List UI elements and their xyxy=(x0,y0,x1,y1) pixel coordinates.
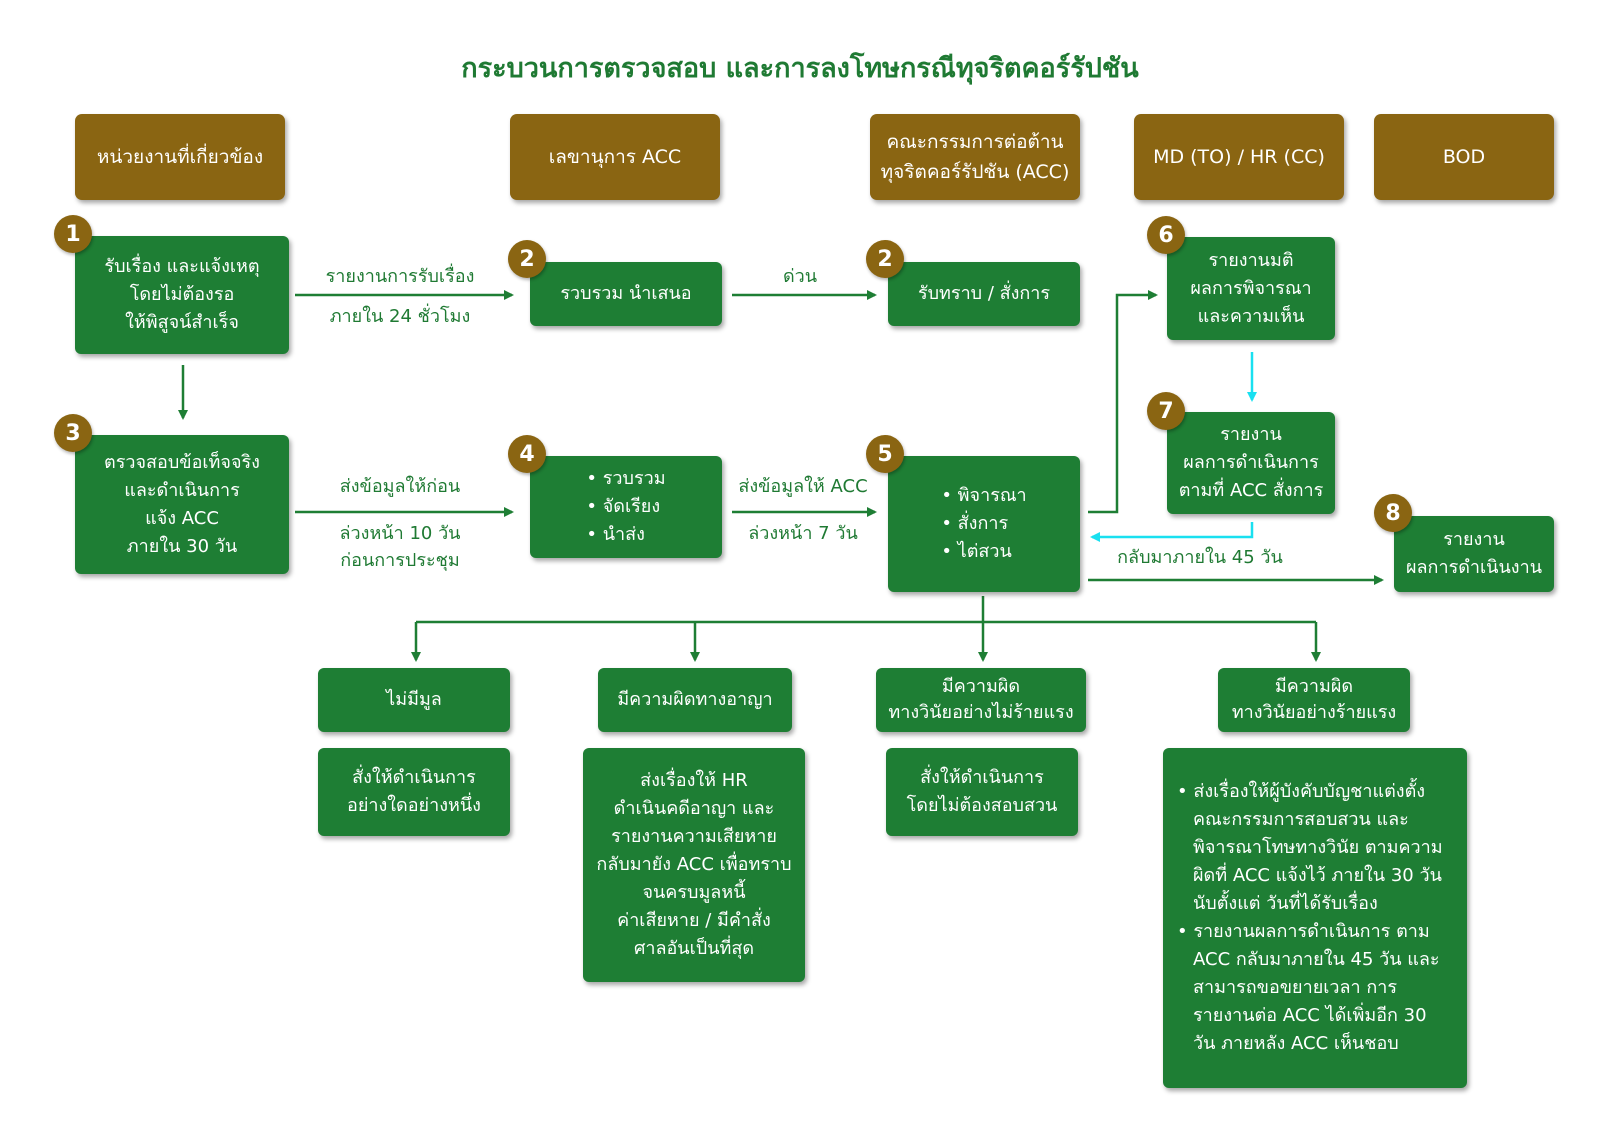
step-7-line-1: รายงาน xyxy=(1220,424,1282,445)
step-4-item: รวบรวม xyxy=(586,465,666,493)
step-1-badge: 1 xyxy=(54,215,92,253)
label-10-days-line-2: ก่อนการประชุม xyxy=(340,550,460,571)
outcome-minor-title-line-1: มีความผิด xyxy=(941,676,1021,697)
header-committee-line-2: ทุจริตคอร์รัปชัน (ACC) xyxy=(880,161,1070,183)
step-4-item: จัดเรียง xyxy=(586,493,665,521)
step-3-badge: 3 xyxy=(54,414,92,452)
outcome-criminal-line-7: ศาลอันเป็นที่สุด xyxy=(633,938,755,959)
label-7-days: ล่วงหน้า 7 วัน xyxy=(748,523,858,544)
label-send-acc: ส่งข้อมูลให้ ACC xyxy=(738,476,868,497)
step-7-line-2: ผลการดำเนินการ xyxy=(1183,452,1319,473)
step-4-badge: 4 xyxy=(508,435,546,473)
header-md-hr: MD (TO) / HR (CC) xyxy=(1134,114,1344,200)
step-4-item: นำส่ง xyxy=(586,521,665,549)
step-6-box: รายงานมติ ผลการพิจารณา และความเห็น xyxy=(1167,237,1335,340)
outcome-no-merit-line-1: สั่งให้ดำเนินการ xyxy=(352,767,476,788)
step-1-line-3: ให้พิสูจน์สำเร็จ xyxy=(125,312,239,333)
outcome-minor-line-1: สั่งให้ดำเนินการ xyxy=(920,767,1044,788)
step-8-box: รายงาน ผลการดำเนินงาน xyxy=(1394,516,1554,592)
step-6-badge: 6 xyxy=(1147,216,1185,254)
step-5-box: พิจารณา สั่งการ ไต่สวน xyxy=(888,456,1080,592)
header-dept: หน่วยงานที่เกี่ยวข้อง xyxy=(75,114,285,200)
outcome-minor-discipline-detail: สั่งให้ดำเนินการ โดยไม่ต้องสอบสวน xyxy=(886,748,1078,836)
step-1-line-2: โดยไม่ต้องรอ xyxy=(129,284,235,305)
outcome-serious-discipline-title: มีความผิด ทางวินัยอย่างร้ายแรง xyxy=(1218,668,1410,732)
header-bod: BOD xyxy=(1374,114,1554,200)
step-5-badge: 5 xyxy=(866,435,904,473)
label-10-days: ล่วงหน้า 10 วัน ก่อนการประชุม xyxy=(300,520,500,574)
label-urgent: ด่วน xyxy=(782,266,818,287)
step-5-item: สั่งการ xyxy=(941,510,1026,538)
step-6-line-1: รายงานมติ xyxy=(1208,249,1294,271)
step-2-secretary-box: รวบรวม นำเสนอ xyxy=(530,262,722,326)
outcome-criminal-line-2: ดำเนินคดีอาญา และ xyxy=(613,798,775,819)
step-3-line-4: ภายใน 30 วัน xyxy=(126,535,238,557)
header-committee: คณะกรรมการต่อต้าน ทุจริตคอร์รัปชัน (ACC) xyxy=(870,114,1080,200)
step-2-secretary-badge: 2 xyxy=(508,240,546,278)
outcome-criminal-detail: ส่งเรื่องให้ HR ดำเนินคดีอาญา และ รายงาน… xyxy=(583,748,805,982)
step-6-line-2: ผลการพิจารณา xyxy=(1190,277,1312,299)
outcome-serious-discipline-detail: ส่งเรื่องให้ผู้บังคับบัญชาแต่งตั้ง คณะกร… xyxy=(1163,748,1467,1088)
header-committee-line-1: คณะกรรมการต่อต้าน xyxy=(886,131,1064,153)
step-7-badge: 7 xyxy=(1147,392,1185,430)
step-3-line-1: ตรวจสอบข้อเท็จจริง xyxy=(104,451,260,473)
step-1-box: รับเรื่อง และแจ้งเหตุ โดยไม่ต้องรอ ให้พิ… xyxy=(75,236,289,354)
label-return-45: กลับมาภายใน 45 วัน xyxy=(1117,547,1283,568)
step-3-line-3: แจ้ง ACC xyxy=(145,507,219,529)
step-2-committee-badge: 2 xyxy=(866,240,904,278)
outcome-criminal-line-1: ส่งเรื่องให้ HR xyxy=(640,770,748,791)
step-5-item: ไต่สวน xyxy=(941,538,1026,566)
outcome-criminal-title: มีความผิดทางอาญา xyxy=(598,668,792,732)
outcome-criminal-line-6: ค่าเสียหาย / มีคำสั่ง xyxy=(617,910,771,931)
label-10-days-line-1: ล่วงหน้า 10 วัน xyxy=(339,523,461,544)
outcome-criminal-line-4: กลับมายัง ACC เพื่อทราบ xyxy=(596,854,792,875)
header-secretary: เลขานุการ ACC xyxy=(510,114,720,200)
step-7-box: รายงาน ผลการดำเนินการ ตามที่ ACC สั่งการ xyxy=(1167,412,1335,514)
label-within-24h: ภายใน 24 ชั่วโมง xyxy=(329,306,471,327)
label-report-receipt: รายงานการรับเรื่อง xyxy=(325,266,475,287)
outcome-minor-discipline-title: มีความผิด ทางวินัยอย่างไม่ร้ายแรง xyxy=(876,668,1086,732)
step-4-box: รวบรวม จัดเรียง นำส่ง xyxy=(530,456,722,558)
step-8-line-1: รายงาน xyxy=(1443,529,1505,550)
outcome-no-merit-line-2: อย่างใดอย่างหนึ่ง xyxy=(347,795,481,816)
arrow-7-to-5 xyxy=(1090,522,1254,542)
step-5-item: พิจารณา xyxy=(941,482,1027,510)
outcome-serious-item: รายงานผลการดำเนินการ ตาม ACC กลับมาภายใน… xyxy=(1177,918,1453,1058)
outcome-criminal-line-5: จนครบมูลหนี้ xyxy=(642,882,746,903)
outcome-serious-item: ส่งเรื่องให้ผู้บังคับบัญชาแต่งตั้ง คณะกร… xyxy=(1177,778,1453,918)
arrow-5-to-6 xyxy=(1088,290,1158,514)
page-title: กระบวนการตรวจสอบ และการลงโทษกรณีทุจริตคอ… xyxy=(461,53,1139,84)
outcome-criminal-line-3: รายงานความเสียหาย xyxy=(611,826,777,847)
step-3-line-2: และดำเนินการ xyxy=(124,479,240,501)
label-send-first: ส่งข้อมูลให้ก่อน xyxy=(339,476,461,497)
step-3-box: ตรวจสอบข้อเท็จจริง และดำเนินการ แจ้ง ACC… xyxy=(75,435,289,574)
outcome-no-merit-title: ไม่มีมูล xyxy=(318,668,510,732)
outcome-serious-title-line-2: ทางวินัยอย่างร้ายแรง xyxy=(1231,702,1397,723)
outcome-no-merit-detail: สั่งให้ดำเนินการ อย่างใดอย่างหนึ่ง xyxy=(318,748,510,836)
step-7-line-3: ตามที่ ACC สั่งการ xyxy=(1178,480,1324,501)
step-8-line-2: ผลการดำเนินงาน xyxy=(1405,557,1542,578)
outcome-serious-title-line-1: มีความผิด xyxy=(1274,676,1354,697)
outcome-minor-title-line-2: ทางวินัยอย่างไม่ร้ายแรง xyxy=(888,702,1074,723)
step-2-committee-box: รับทราบ / สั่งการ xyxy=(888,262,1080,326)
step-8-badge: 8 xyxy=(1374,494,1412,532)
outcome-minor-line-2: โดยไม่ต้องสอบสวน xyxy=(906,795,1058,816)
step-6-line-3: และความเห็น xyxy=(1197,305,1305,327)
step-1-line-1: รับเรื่อง และแจ้งเหตุ xyxy=(104,256,260,277)
